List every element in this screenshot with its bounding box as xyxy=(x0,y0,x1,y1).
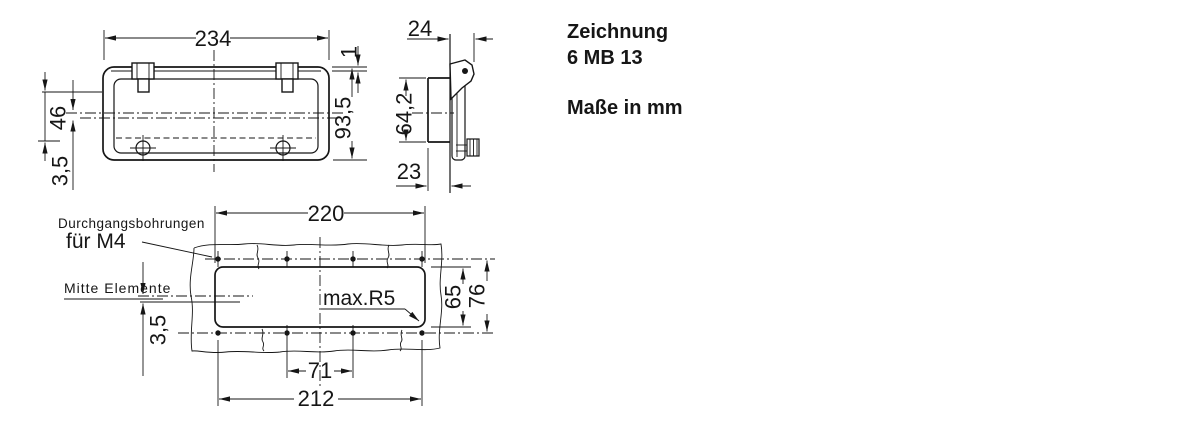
dim-front-lid-step: 1 xyxy=(337,46,362,58)
mounting-hole-right xyxy=(270,135,296,161)
dim-hole-row-spacing: 76 xyxy=(465,284,490,308)
drawing-number: 6 MB 13 xyxy=(567,47,643,69)
dim-hole-pitch-inner: 71 xyxy=(308,358,332,383)
hole-row-centerlines xyxy=(138,237,495,386)
drill-note-line1: Durchgangsbohrungen xyxy=(58,216,205,231)
radius-note-text: max.R5 xyxy=(323,287,395,310)
dim-panel-center-offset: 3,5 xyxy=(146,315,171,346)
dim-cutout-height: 65 xyxy=(441,285,466,309)
drill-note-leader xyxy=(141,241,213,258)
dim-front-height: 93,5 xyxy=(331,97,356,140)
units-note: Maße in mm xyxy=(567,97,683,119)
front-view: 234 1 93,5 46 3,5 xyxy=(38,26,367,190)
hood-outline xyxy=(102,66,330,161)
center-line-label: Mitte Elemente xyxy=(64,280,171,296)
radius-note: max.R5 xyxy=(321,287,420,322)
dim-hole-span: 212 xyxy=(298,386,335,411)
front-dimension-lines xyxy=(38,30,367,190)
dim-front-width: 234 xyxy=(195,26,232,51)
latch-tab-left xyxy=(131,62,155,93)
side-view: 24 64,2 23 xyxy=(392,16,493,193)
center-note: Mitte Elemente xyxy=(64,280,171,300)
latch-tab-right xyxy=(275,62,299,93)
panel-cutout-view: Durchgangsbohrungen für M4 Mitte Element… xyxy=(58,201,495,411)
hood-profile xyxy=(427,77,450,143)
lug-pivot-pin xyxy=(462,68,468,74)
side-dimension-lines xyxy=(396,33,493,191)
hole-dot xyxy=(419,330,425,336)
panel-break-marks xyxy=(256,244,403,352)
dim-front-center-from-top: 46 xyxy=(46,106,71,130)
panel-dimension-lines xyxy=(140,206,490,406)
panel-torn-outline xyxy=(189,243,443,354)
hole-dot xyxy=(215,330,221,336)
latch-lug xyxy=(449,59,475,101)
dim-side-hood-depth: 23 xyxy=(397,159,421,184)
front-centerlines xyxy=(66,50,346,172)
drawing-label: Zeichnung xyxy=(567,21,668,43)
fixing-screw xyxy=(456,138,480,157)
dim-side-depth: 24 xyxy=(408,16,432,41)
dim-side-collar-height: 64,2 xyxy=(392,93,417,136)
mounting-hole-left xyxy=(130,135,156,161)
hood-inner-frame xyxy=(113,78,319,154)
title-block: Zeichnung 6 MB 13 Maße in mm xyxy=(567,21,683,119)
drill-note: Durchgangsbohrungen für M4 xyxy=(58,216,213,258)
drill-note-line2: für M4 xyxy=(66,230,126,253)
dim-cutout-width: 220 xyxy=(308,201,345,226)
dim-front-center-offset: 3,5 xyxy=(48,156,73,187)
